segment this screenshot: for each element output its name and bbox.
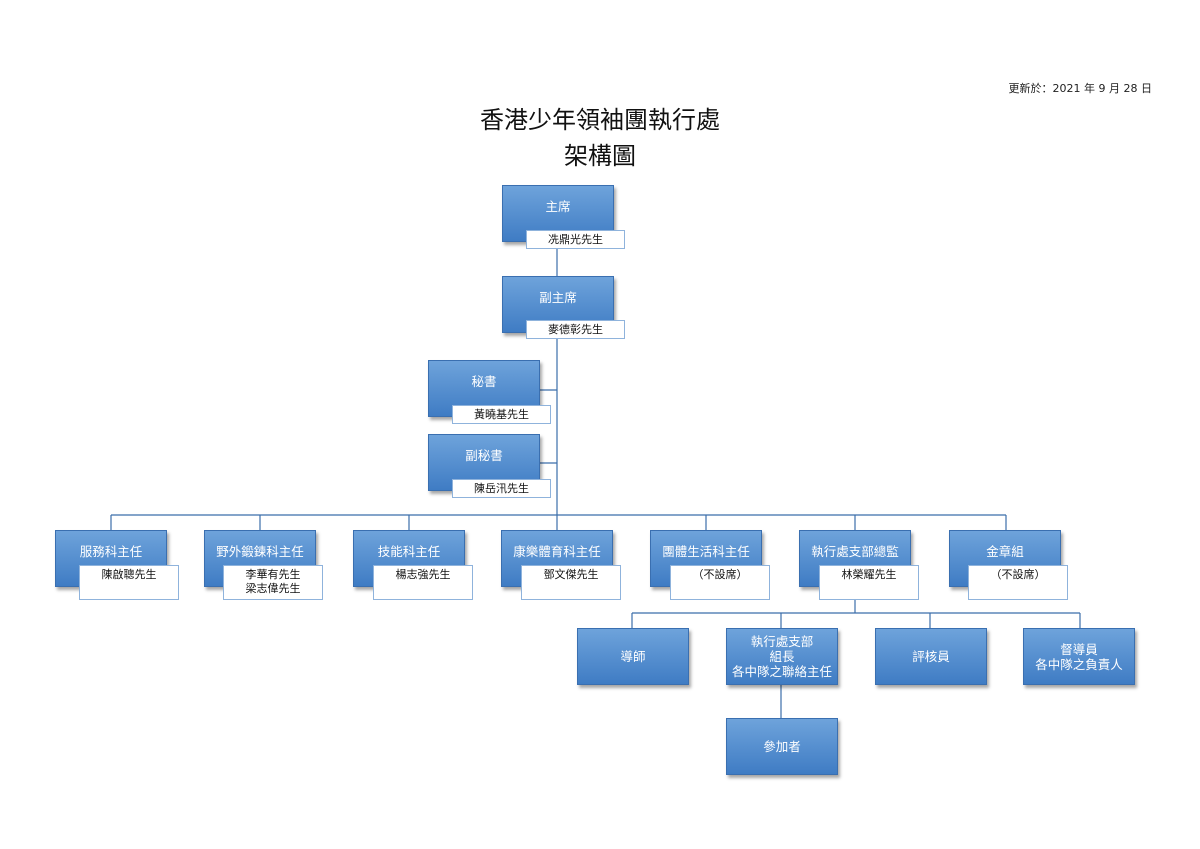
update-date: 更新於：2021 年 9 月 28 日 bbox=[1008, 82, 1152, 95]
dept-skills-role: 技能科主任 bbox=[377, 544, 441, 559]
participants-box: 參加者 bbox=[726, 718, 838, 775]
branch-tutor-label: 導師 bbox=[620, 649, 646, 664]
chart-subtitle: 架構圖 bbox=[564, 142, 636, 170]
dept-service-role: 服務科主任 bbox=[79, 544, 143, 559]
dept-outdoor-role: 野外鍛鍊科主任 bbox=[216, 544, 304, 559]
deputy-secretary-role: 副秘書 bbox=[465, 448, 503, 463]
branch-leader-label: 執行處支部 組長 各中隊之聯絡主任 bbox=[731, 634, 832, 679]
dept-gold-badge-role: 金章組 bbox=[986, 544, 1024, 559]
branch-leader-box: 執行處支部 組長 各中隊之聯絡主任 bbox=[726, 628, 838, 685]
chart-title: 香港少年領袖團執行處 bbox=[480, 106, 720, 134]
secretary-role: 秘書 bbox=[471, 374, 497, 389]
branch-assessor-label: 評核員 bbox=[912, 649, 950, 664]
secretary-name: 黃曉基先生 bbox=[452, 405, 551, 424]
dept-recreation-name: 鄧文傑先生 bbox=[521, 565, 621, 600]
dept-branch-director-name: 林榮耀先生 bbox=[819, 565, 919, 600]
dept-branch-director-role: 執行處支部總監 bbox=[811, 544, 899, 559]
chair-name: 冼鼎光先生 bbox=[526, 230, 625, 249]
branch-supervisor-label: 督導員 各中隊之負責人 bbox=[1035, 641, 1123, 672]
participants-label: 參加者 bbox=[763, 739, 801, 754]
branch-assessor-box: 評核員 bbox=[875, 628, 987, 685]
deputy-secretary-name: 陳岳汛先生 bbox=[452, 479, 551, 498]
vice-chair-role: 副主席 bbox=[539, 290, 577, 305]
dept-recreation-role: 康樂體育科主任 bbox=[513, 544, 601, 559]
chair-role: 主席 bbox=[545, 199, 571, 214]
dept-group-life-role: 團體生活科主任 bbox=[662, 544, 750, 559]
vice-chair-name: 麥德彰先生 bbox=[526, 320, 625, 339]
branch-tutor-box: 導師 bbox=[577, 628, 689, 685]
dept-skills-name: 楊志強先生 bbox=[373, 565, 473, 600]
branch-supervisor-box: 督導員 各中隊之負責人 bbox=[1023, 628, 1135, 685]
dept-outdoor-name: 李華有先生 梁志偉先生 bbox=[223, 565, 323, 600]
dept-service-name: 陳啟聰先生 bbox=[79, 565, 179, 600]
dept-gold-badge-name: （不設席） bbox=[968, 565, 1068, 600]
dept-group-life-name: （不設席） bbox=[670, 565, 770, 600]
